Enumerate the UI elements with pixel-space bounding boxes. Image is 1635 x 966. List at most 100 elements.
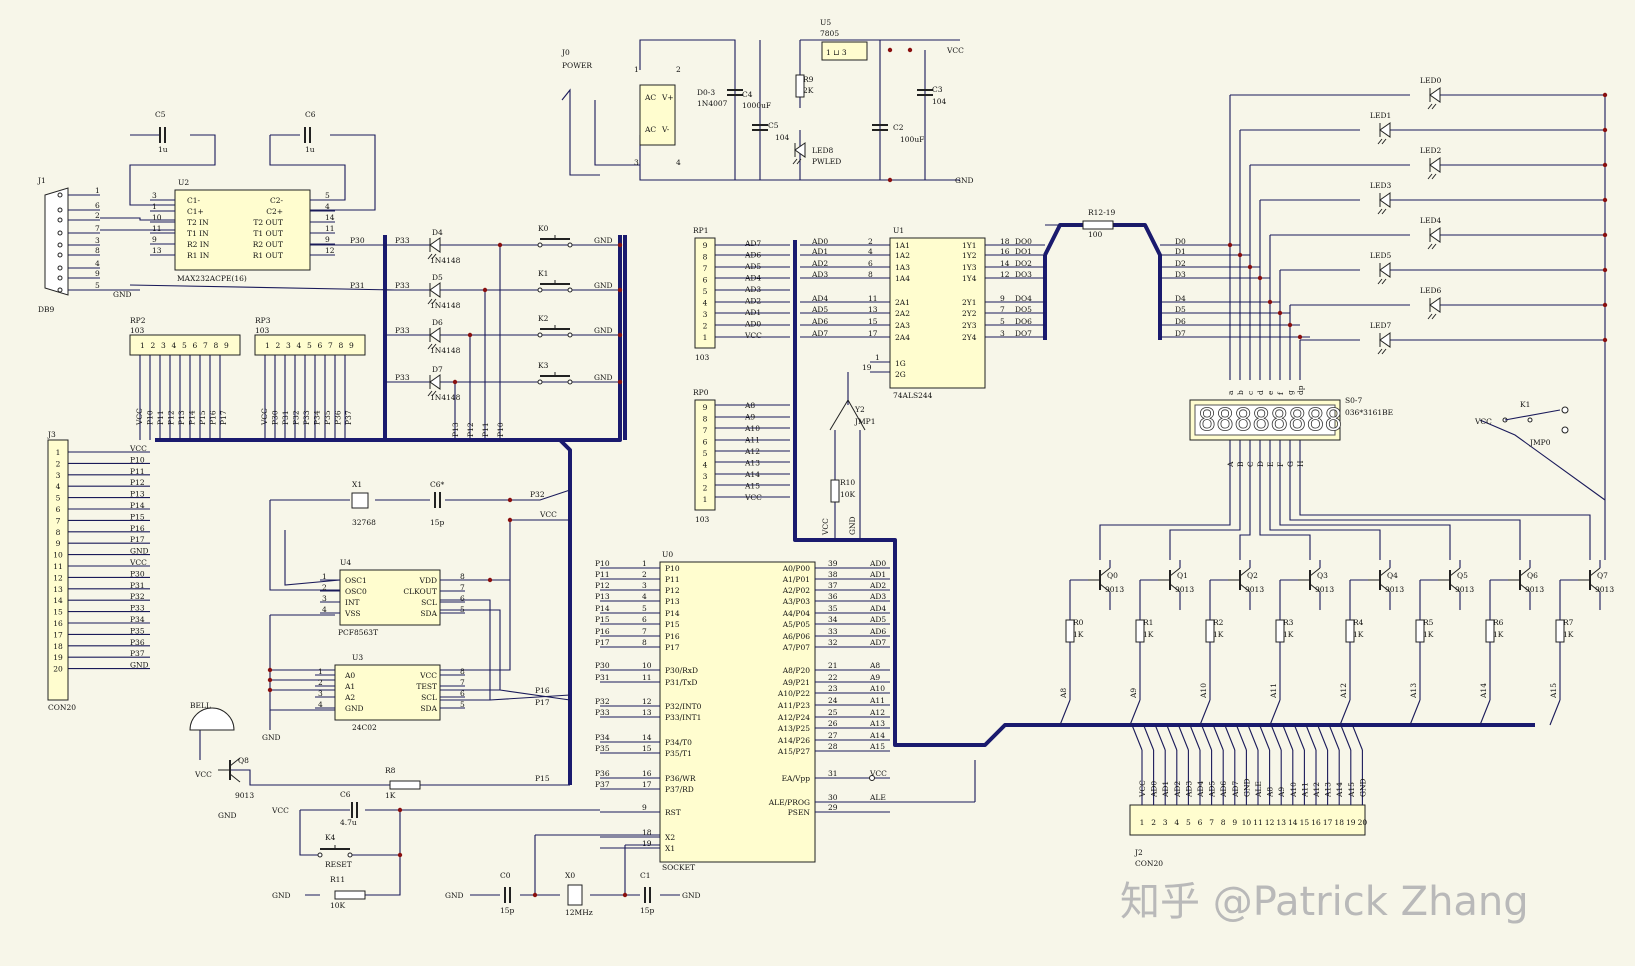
rp1-pin-1: 1 — [703, 333, 708, 342]
capacitor-c5 — [752, 124, 768, 131]
u0-left-label-10: P32/INT0 — [665, 702, 702, 711]
seg-bottom-H: H — [1296, 460, 1305, 467]
rp2-pin-3: 3 — [161, 341, 166, 350]
r11-ref: R11 — [330, 875, 345, 884]
transistor-q0 — [1088, 567, 1111, 593]
j2-pin-15: 15 — [1300, 818, 1310, 827]
d0-ref: D0-3 — [697, 88, 715, 97]
u0-left-label-8: P30/RxD — [665, 666, 698, 675]
j2-net-12: A9 — [1277, 787, 1286, 798]
junction-dot — [1602, 162, 1608, 168]
u1-out-label-0: 1Y1 — [962, 241, 977, 250]
u2-pin-label: T1 OUT — [253, 229, 283, 238]
rp2-net-P15: P15 — [198, 410, 207, 425]
j3-pin-10: 10 — [53, 551, 63, 560]
j2-pin-14: 14 — [1288, 818, 1298, 827]
j2-net-7: AD6 — [1219, 781, 1228, 798]
u1-out-pin-4: 9 — [1000, 294, 1005, 303]
u0-left-label-1: P11 — [665, 575, 680, 584]
junction-dot — [1602, 232, 1608, 238]
rp0-net-5: A13 — [744, 459, 760, 468]
rp1-pin-9: 9 — [703, 241, 708, 250]
eeprom-p17: P17 — [535, 698, 550, 707]
bus-entry — [1059, 699, 1071, 726]
u0-left-num-12: 14 — [642, 733, 652, 742]
u0-right-net-9: A9 — [869, 673, 880, 682]
q-part-1: 9013 — [1175, 585, 1194, 594]
u0-right-num-13: 26 — [828, 719, 838, 728]
junction-dot — [497, 242, 503, 248]
u1-in-label-5: 2A2 — [895, 309, 910, 318]
j2-net-5: AD4 — [1196, 781, 1205, 798]
rp2-pin-1: 1 — [140, 341, 145, 350]
capacitor-c6-rs232 — [304, 127, 311, 143]
u0-left-num-15: 17 — [642, 780, 652, 789]
led-net-2: D2 — [1175, 259, 1186, 268]
led-0 — [1427, 87, 1441, 110]
u0-right-label-6: A6/P06 — [782, 632, 811, 641]
j3-net-8: P17 — [130, 535, 145, 544]
j3-pin-15: 15 — [53, 608, 63, 617]
u1-out-label-1: 1Y2 — [962, 251, 977, 260]
rp3-net-P32: P32 — [292, 410, 301, 425]
u0-left-num-3: 4 — [642, 592, 647, 601]
junction-dot — [397, 852, 403, 858]
u0-left-label-0: P10 — [665, 564, 680, 573]
rp0-net-1: A9 — [744, 413, 755, 422]
j2-pin-2: 2 — [1151, 818, 1156, 827]
seg-ref: S0-7 — [1345, 396, 1362, 405]
u0-left-label-6: P16 — [665, 632, 680, 641]
reset-c6-ref: C6 — [340, 790, 351, 799]
u0-left-num-5: 6 — [642, 615, 647, 624]
bus-entry — [1409, 699, 1421, 726]
junction-dot — [622, 892, 628, 898]
junction-dot — [1277, 310, 1283, 316]
u0-right-num-17: 30 — [828, 793, 838, 802]
db9-pin-3: 3 — [95, 236, 100, 245]
transistor-q1 — [1158, 567, 1181, 593]
jmp1-label: JMP1 — [854, 417, 876, 426]
u3-pin-label: SCL — [421, 693, 437, 702]
key-diode-3 — [427, 374, 441, 397]
u1-in-net-0: AD0 — [811, 237, 828, 246]
key-ref-1: K1 — [538, 269, 548, 278]
u0-right-num-3: 36 — [828, 592, 838, 601]
power-gnd-label: GND — [955, 176, 974, 185]
key-diode-ref-1: D5 — [432, 273, 443, 282]
u3-part: 24C02 — [352, 723, 377, 732]
key-col-P10: P10 — [496, 422, 505, 437]
db9-pin-dot — [57, 265, 63, 271]
j3-pin-11: 11 — [53, 562, 63, 571]
j2-bus-entry — [1351, 724, 1363, 751]
j1-ref: J1 — [37, 176, 46, 185]
u0-right-label-10: A10/P22 — [777, 689, 810, 698]
u0-right-net-13: A13 — [869, 719, 885, 728]
u0-right-num-1: 38 — [828, 570, 838, 579]
rp0-pin-4: 4 — [703, 461, 708, 470]
j3-pin-4: 4 — [56, 482, 61, 491]
rp2-net-P12: P12 — [167, 410, 176, 425]
rp2-net-VCC: VCC — [135, 408, 144, 426]
j3-pin-19: 19 — [53, 653, 63, 662]
u0-right-label-9: A9/P21 — [782, 678, 810, 687]
j2-net-3: AD2 — [1173, 781, 1182, 798]
bridge-pin3: 3 — [634, 158, 639, 167]
seven-segment-window — [1194, 404, 1336, 436]
seg-bottom-B: B — [1236, 461, 1245, 467]
u2-pin-num: 11 — [152, 224, 162, 233]
j2-pin-16: 16 — [1311, 818, 1321, 827]
rp2-package — [129, 334, 241, 356]
xtal-gnd-right: GND — [682, 891, 701, 900]
u4-pin-label: CLKOUT — [403, 587, 437, 596]
u0-right-num-11: 24 — [828, 696, 838, 705]
seg-top-f: f — [1276, 391, 1285, 395]
j2-part: CON20 — [1135, 859, 1163, 868]
q-part-5: 9013 — [1455, 585, 1474, 594]
u3-pin-num: 5 — [460, 700, 465, 709]
u0-right-label-0: A0/P00 — [782, 564, 811, 573]
j2-ref: J2 — [1134, 848, 1143, 857]
rp0-package — [694, 399, 716, 511]
rp3-ref: RP3 — [255, 316, 271, 325]
resistor-r11 — [334, 890, 366, 900]
